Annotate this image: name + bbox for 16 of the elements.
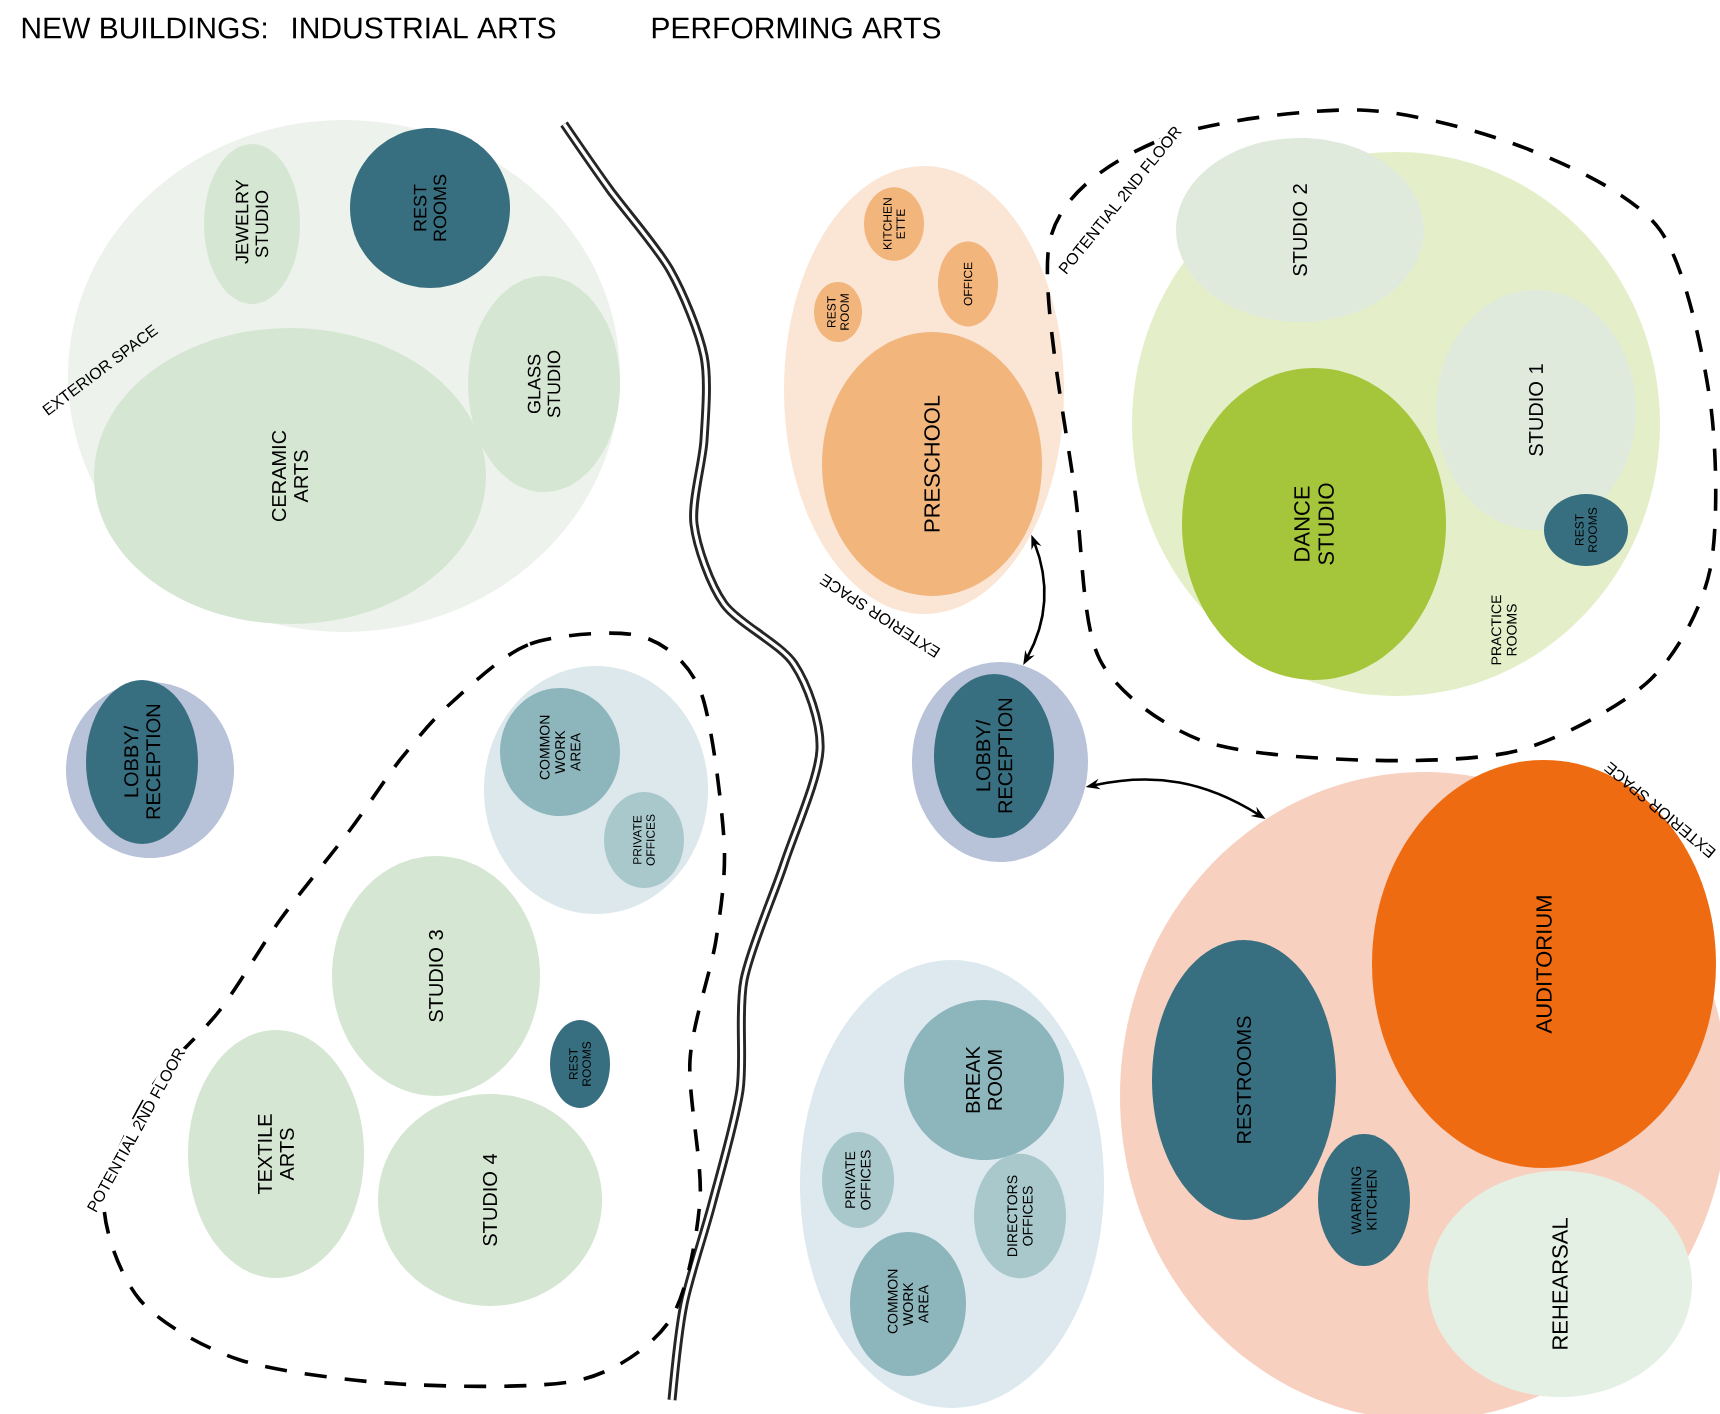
room-bubble: REST ROOMS <box>350 128 510 288</box>
section-heading: INDUSTRIAL ARTS <box>293 17 556 39</box>
room-bubble: TEXTILE ARTS <box>188 1030 364 1278</box>
room-bubble: DANCE STUDIO <box>1182 368 1446 680</box>
room-bubble: STUDIO 2 <box>1176 138 1424 322</box>
room-bubble: JEWELRY STUDIO <box>204 144 300 304</box>
room-bubble: LOBBY/ RECEPTION <box>86 679 198 844</box>
room-bubble: STUDIO 4 <box>378 1094 602 1306</box>
room-bubble: BREAK ROOM <box>904 1000 1064 1160</box>
room-bubble: REHEARSAL <box>1428 1170 1692 1398</box>
room-bubble: STUDIO 3 <box>332 856 540 1096</box>
heading: NEW BUILDINGS: <box>22 17 266 39</box>
room-bubble: LOBBY/ RECEPTION <box>934 673 1054 838</box>
room-bubble: RESTROOMS <box>1152 940 1336 1220</box>
room-bubble: GLASS STUDIO <box>468 276 620 492</box>
section-heading: PERFORMING ARTS <box>652 17 941 39</box>
